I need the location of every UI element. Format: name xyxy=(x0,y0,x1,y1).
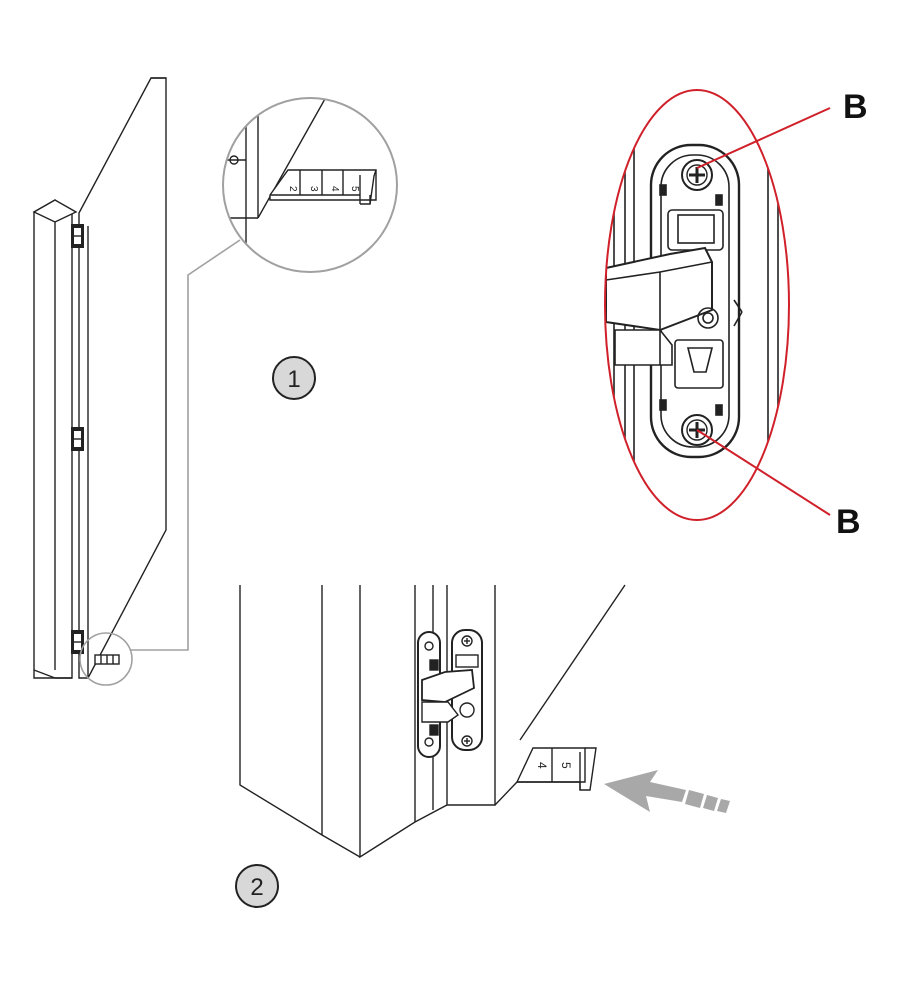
step-number-2: 2 xyxy=(250,874,263,901)
zoom-connector xyxy=(79,239,241,686)
hinge-assembly xyxy=(417,629,483,758)
frame-bottom-view xyxy=(239,584,626,859)
door-leaf xyxy=(78,77,167,679)
shim-bottom-tab-4: 4 xyxy=(535,762,549,769)
step-badge-2: 2 xyxy=(235,864,279,908)
door-overview xyxy=(32,77,167,679)
hinge-bottom xyxy=(71,630,84,654)
callout-label-bottom: B xyxy=(836,503,861,541)
callout-label-top: B xyxy=(843,88,868,126)
shim-detail xyxy=(269,169,377,205)
hinge-top xyxy=(71,224,84,248)
hinge-closeup: B B xyxy=(604,88,868,541)
shim-bottom xyxy=(515,747,597,791)
screw-icon xyxy=(681,159,713,191)
callout-leader-bottom xyxy=(696,429,831,516)
shim-tab-2: 2 xyxy=(287,186,298,192)
arrow-right-icon xyxy=(604,770,730,813)
callout-leader-top xyxy=(696,107,831,169)
zoom-circle-small xyxy=(79,632,133,686)
door-frame xyxy=(32,199,78,679)
shim-tab-4: 4 xyxy=(329,186,340,192)
highlight-ellipse xyxy=(604,89,790,521)
hinge-middle xyxy=(71,427,84,451)
shim-small xyxy=(94,654,120,665)
shim-bottom-tab-5: 5 xyxy=(559,762,573,769)
step-number-1: 1 xyxy=(287,366,300,393)
zoom-circle-detail: 2 3 4 5 xyxy=(222,97,398,273)
step-badge-1: 1 xyxy=(272,356,316,400)
shim-tab-3: 3 xyxy=(308,186,319,192)
shim-tab-5: 5 xyxy=(349,186,360,192)
